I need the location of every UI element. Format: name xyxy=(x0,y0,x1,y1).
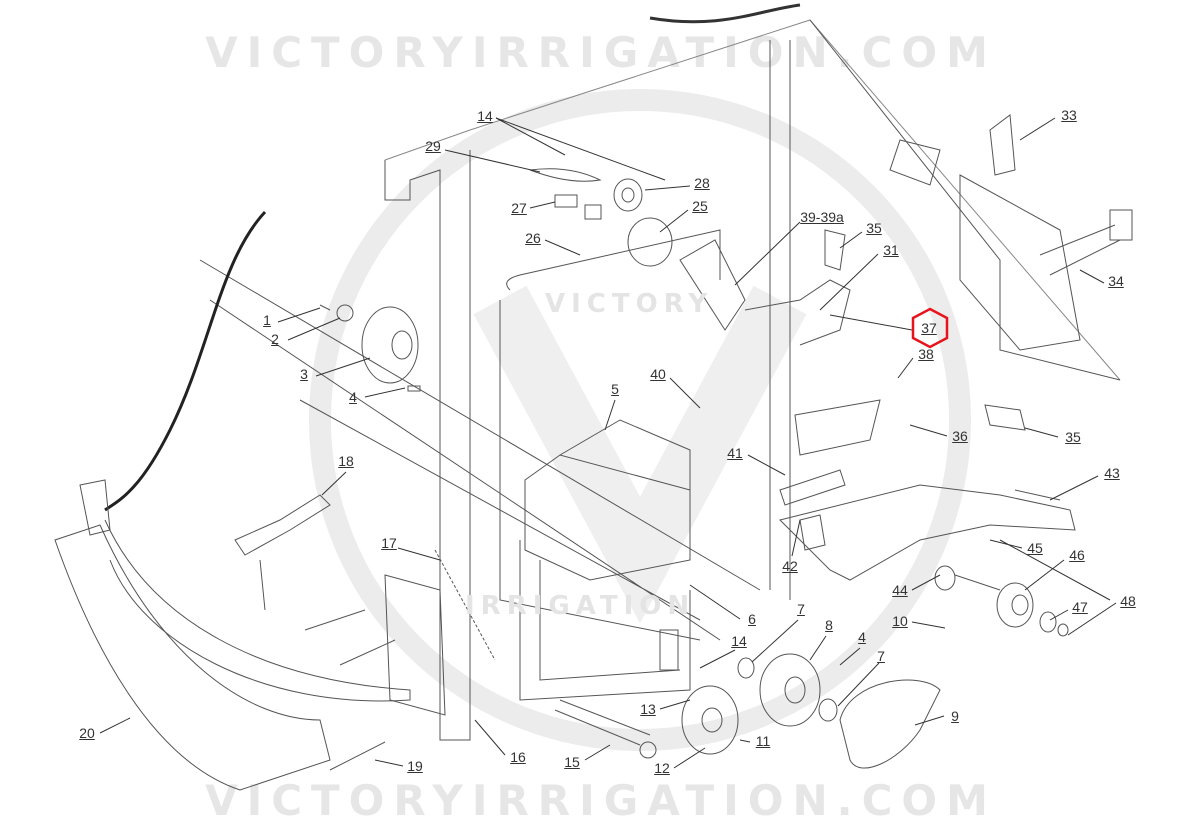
part-label[interactable]: 14 xyxy=(477,108,493,124)
part-label[interactable]: 43 xyxy=(1104,465,1120,481)
highlight-hexagon-icon xyxy=(911,307,949,349)
part-label[interactable]: 46 xyxy=(1069,547,1085,563)
part-label[interactable]: 8 xyxy=(825,617,833,633)
watermark-v xyxy=(473,285,807,624)
part-label[interactable]: 2 xyxy=(271,331,279,347)
part-label[interactable]: 45 xyxy=(1027,540,1043,556)
watermark-circle xyxy=(309,89,971,751)
watermark-top: VICTORYIRRIGATION.COM xyxy=(205,28,997,77)
part-label[interactable]: 6 xyxy=(748,611,756,627)
part-label[interactable]: 18 xyxy=(338,453,354,469)
part-label[interactable]: 41 xyxy=(727,445,743,461)
watermark-center-bottom: IRRIGATION xyxy=(465,591,696,621)
part-label[interactable]: 33 xyxy=(1061,107,1077,123)
part-label[interactable]: 35 xyxy=(1065,429,1081,445)
part-label[interactable]: 7 xyxy=(877,648,885,664)
part-label[interactable]: 16 xyxy=(510,749,526,765)
part-label[interactable]: 27 xyxy=(511,200,527,216)
watermark-center-top: VICTORY xyxy=(545,289,714,319)
part-label[interactable]: 11 xyxy=(755,733,771,749)
part-label[interactable]: 14 xyxy=(731,633,747,649)
part-label[interactable]: 36 xyxy=(952,428,968,444)
part-label[interactable]: 17 xyxy=(381,535,397,551)
part-label[interactable]: 35 xyxy=(866,220,882,236)
part-label[interactable]: 1 xyxy=(263,312,271,328)
part-label[interactable]: 47 xyxy=(1072,599,1088,615)
part-label[interactable]: 38 xyxy=(918,346,934,362)
part-label[interactable]: 5 xyxy=(611,381,619,397)
part-label[interactable]: 4 xyxy=(858,629,866,645)
part-label[interactable]: 40 xyxy=(650,366,666,382)
part-label[interactable]: 48 xyxy=(1120,593,1136,609)
part-label[interactable]: 44 xyxy=(892,582,908,598)
part-label-highlighted[interactable]: 37 xyxy=(921,320,937,336)
part-label[interactable]: 4 xyxy=(349,389,357,405)
part-label[interactable]: 20 xyxy=(79,725,95,741)
watermark-bottom: VICTORYIRRIGATION.COM xyxy=(205,776,997,821)
part-label[interactable]: 31 xyxy=(883,242,899,258)
part-label[interactable]: 9 xyxy=(951,708,959,724)
part-label[interactable]: 29 xyxy=(425,138,441,154)
part-label[interactable]: 39-39a xyxy=(800,209,844,225)
part-label[interactable]: 3 xyxy=(300,366,308,382)
part-label[interactable]: 34 xyxy=(1108,273,1124,289)
part-label[interactable]: 28 xyxy=(694,175,710,191)
part-label[interactable]: 19 xyxy=(407,758,423,774)
part-label[interactable]: 12 xyxy=(654,760,670,776)
part-label[interactable]: 25 xyxy=(692,198,708,214)
part-label[interactable]: 10 xyxy=(892,613,908,629)
part-label[interactable]: 7 xyxy=(797,601,805,617)
part-label[interactable]: 13 xyxy=(640,701,656,717)
part-label[interactable]: 15 xyxy=(564,754,580,770)
part-label[interactable]: 42 xyxy=(782,558,798,574)
part-label[interactable]: 26 xyxy=(525,230,541,246)
